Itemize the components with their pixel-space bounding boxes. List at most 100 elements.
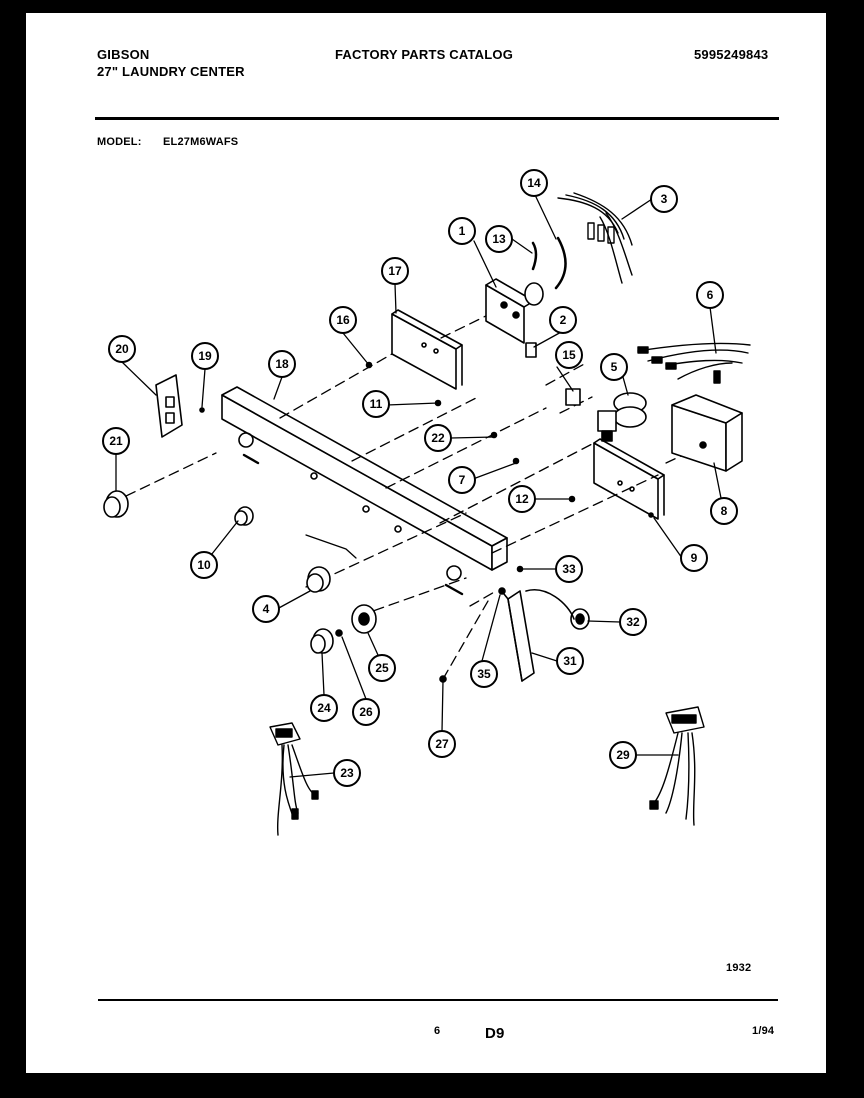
rear-bracket-right (593, 438, 665, 520)
callout-16: 16 (329, 306, 357, 334)
callout-32: 32 (619, 608, 647, 636)
model-number: EL27M6WAFS (163, 136, 239, 148)
page-number: 6 (434, 1025, 441, 1037)
svg-text:23: 23 (340, 766, 354, 780)
callout-7: 7 (448, 466, 476, 494)
callout-26: 26 (352, 698, 380, 726)
callout-29: 29 (609, 741, 637, 769)
wire-harness-3 (557, 192, 633, 284)
wire-harness-6 (637, 342, 751, 384)
svg-text:1: 1 (459, 224, 466, 238)
part-2-clip (525, 342, 537, 358)
brand-name: GIBSON (97, 47, 150, 62)
svg-text:27: 27 (435, 737, 449, 751)
svg-text:17: 17 (388, 264, 402, 278)
svg-text:33: 33 (562, 562, 576, 576)
knob-21 (103, 490, 129, 518)
footer-rule (98, 999, 778, 1001)
section-code: D9 (485, 1025, 505, 1042)
callout-3: 3 (650, 185, 678, 213)
callout-12: 12 (508, 485, 536, 513)
button-10 (234, 506, 254, 526)
svg-text:3: 3 (661, 192, 668, 206)
product-name: 27" LAUNDRY CENTER (97, 64, 245, 79)
svg-text:29: 29 (616, 748, 630, 762)
leader-lines (115, 196, 725, 778)
svg-text:2: 2 (560, 313, 567, 327)
pressure-switch (597, 392, 647, 442)
callout-6: 6 (696, 281, 724, 309)
svg-text:13: 13 (492, 232, 506, 246)
callout-18: 18 (268, 350, 296, 378)
callout-17: 17 (381, 257, 409, 285)
hose-14 (554, 236, 567, 290)
rear-bracket-left (391, 309, 463, 390)
svg-text:14: 14 (527, 176, 541, 190)
callout-14: 14 (520, 169, 548, 197)
callout-33: 33 (555, 555, 583, 583)
wire-harness-29 (649, 706, 705, 826)
hose-13 (531, 241, 538, 271)
svg-text:6: 6 (707, 288, 714, 302)
control-panel-front (221, 386, 508, 596)
svg-text:10: 10 (197, 558, 211, 572)
spring-26 (335, 629, 343, 637)
svg-text:16: 16 (336, 313, 350, 327)
svg-text:18: 18 (275, 357, 289, 371)
header-rule (95, 117, 779, 120)
svg-text:8: 8 (721, 504, 728, 518)
svg-text:20: 20 (115, 342, 129, 356)
svg-text:25: 25 (375, 661, 389, 675)
part-15-connector (565, 388, 581, 406)
knob-4 (306, 566, 331, 593)
catalog-title: FACTORY PARTS CATALOG (335, 47, 514, 62)
exploded-parts-diagram: 1 2 3 4 5 6 7 8 9 10 11 12 13 14 15 16 1… (102, 169, 751, 836)
svg-text:26: 26 (359, 705, 373, 719)
callout-19: 19 (191, 342, 219, 370)
model-label: MODEL: (97, 136, 142, 148)
ring-25 (351, 604, 377, 634)
clip-32 (570, 608, 590, 630)
year-code: 1932 (726, 962, 752, 974)
svg-text:35: 35 (477, 667, 491, 681)
callout-22: 22 (424, 424, 452, 452)
callout-23: 23 (333, 759, 361, 787)
svg-text:4: 4 (263, 602, 270, 616)
callout-21: 21 (102, 427, 130, 455)
parts-sheet: GIBSON 27" LAUNDRY CENTER FACTORY PARTS … (26, 13, 826, 1073)
svg-text:24: 24 (317, 701, 331, 715)
callout-4: 4 (252, 595, 280, 623)
svg-text:22: 22 (431, 431, 445, 445)
switch-20 (155, 374, 205, 438)
svg-text:11: 11 (370, 397, 383, 411)
callout-15: 15 (555, 341, 583, 369)
svg-text:12: 12 (515, 492, 529, 506)
knob-24 (310, 628, 334, 654)
svg-text:21: 21 (109, 434, 123, 448)
timer-motor (485, 278, 544, 344)
svg-text:7: 7 (459, 473, 466, 487)
callout-8: 8 (710, 497, 738, 525)
callout-24: 24 (310, 694, 338, 722)
svg-text:15: 15 (562, 348, 576, 362)
catalog-number: 5995249843 (694, 47, 769, 62)
svg-text:5: 5 (611, 360, 618, 374)
switch-box (671, 394, 743, 472)
svg-text:9: 9 (691, 551, 698, 565)
callout-balloons: 1 2 3 4 5 6 7 8 9 10 11 12 13 14 15 16 1… (102, 169, 738, 787)
screw-9 (648, 512, 654, 518)
callout-35: 35 (470, 660, 498, 688)
svg-text:31: 31 (563, 654, 577, 668)
callout-27: 27 (428, 730, 456, 758)
svg-text:19: 19 (198, 349, 212, 363)
svg-text:32: 32 (626, 615, 640, 629)
screw-35 (498, 587, 506, 595)
assembly-lines (125, 310, 697, 680)
callout-13: 13 (485, 225, 513, 253)
issue-date: 1/94 (752, 1025, 775, 1037)
callout-31: 31 (556, 647, 584, 675)
callout-25: 25 (368, 654, 396, 682)
callout-2: 2 (549, 306, 577, 334)
callout-9: 9 (680, 544, 708, 572)
callout-5: 5 (600, 353, 628, 381)
